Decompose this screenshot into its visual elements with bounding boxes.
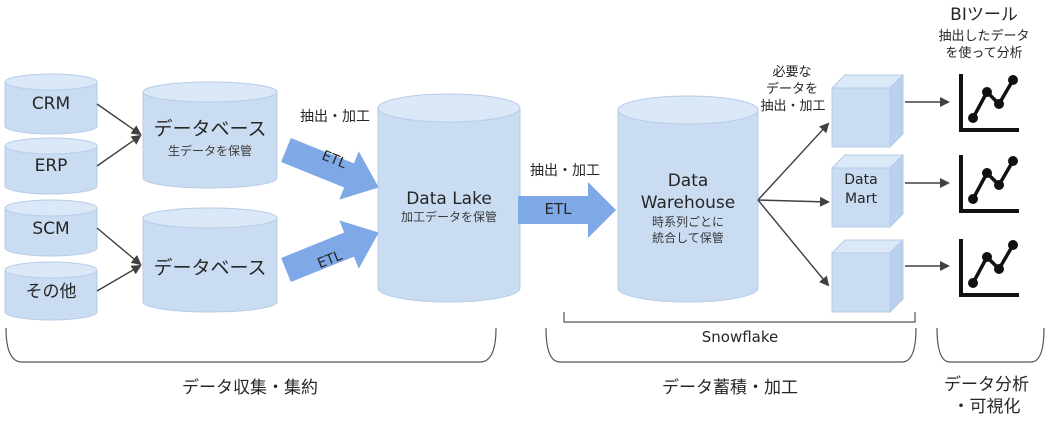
etl-label-horizontal: ETL bbox=[544, 200, 572, 218]
data-warehouse-subtitle-line2: 統合して保管 bbox=[652, 231, 724, 245]
source-label-crm: CRM bbox=[31, 94, 71, 114]
source-label-scm: SCM bbox=[32, 219, 70, 239]
mart-connectors bbox=[757, 122, 830, 287]
etl-arrow-upper bbox=[281, 137, 379, 200]
data-warehouse-title-line1: Data bbox=[667, 171, 709, 191]
data-mart-cube-3 bbox=[830, 238, 905, 314]
analyze-phase-bracket bbox=[936, 327, 1045, 363]
etl-caption-horizontal: 抽出・加工 bbox=[530, 163, 600, 179]
line-chart-icon-2 bbox=[959, 155, 1019, 213]
bi-connectors bbox=[905, 97, 950, 271]
phase-analyze-label-line1: データ分析 bbox=[944, 375, 1029, 395]
source-label-other: その他 bbox=[25, 282, 77, 302]
mart-caption-line2: データを bbox=[765, 82, 818, 97]
source-cylinder-erp bbox=[4, 137, 98, 195]
line-chart-icon-1 bbox=[959, 74, 1019, 132]
database-cylinder-2 bbox=[142, 207, 278, 313]
database-cylinder-1 bbox=[142, 81, 278, 189]
data-lake-title: Data Lake bbox=[406, 189, 492, 209]
phase-collect-label: データ収集・集約 bbox=[182, 378, 318, 398]
store-phase-bracket bbox=[545, 327, 917, 363]
collect-phase-bracket bbox=[5, 327, 497, 363]
etl-arrow-lower bbox=[281, 220, 379, 283]
snowflake-label: Snowflake bbox=[701, 328, 779, 346]
database-1-title: データベース bbox=[153, 118, 267, 140]
data-warehouse-cylinder bbox=[617, 95, 759, 303]
data-warehouse-subtitle-line1: 時系列ごとに bbox=[651, 215, 724, 229]
line-chart-icon-3 bbox=[959, 239, 1019, 297]
etl-caption-upper: 抽出・加工 bbox=[300, 109, 370, 125]
source-cylinder-scm bbox=[4, 199, 98, 257]
source-label-erp: ERP bbox=[34, 156, 68, 176]
data-warehouse-title-line2: Warehouse bbox=[640, 193, 736, 213]
mart-caption-line1: 必要な bbox=[772, 65, 812, 80]
bi-tool-line2: を使って分析 bbox=[945, 46, 1023, 61]
source-cylinder-other bbox=[4, 261, 98, 321]
phase-analyze-label-line2: ・可視化 bbox=[952, 397, 1021, 417]
snowflake-bracket bbox=[563, 312, 916, 323]
data-lake-cylinder bbox=[377, 93, 521, 303]
data-mart-label-line1: Data bbox=[844, 172, 878, 188]
data-mart-cube-1 bbox=[830, 73, 905, 149]
bi-tool-title: BIツール bbox=[950, 5, 1018, 25]
database-2-title: データベース bbox=[153, 257, 267, 279]
data-mart-label-line2: Mart bbox=[845, 191, 877, 207]
mart-caption-line3: 抽出・加工 bbox=[760, 99, 826, 114]
phase-store-label: データ蓄積・加工 bbox=[662, 378, 798, 398]
etl-arrow-horizontal bbox=[518, 182, 616, 238]
data-lake-subtitle: 加工データを保管 bbox=[400, 210, 497, 224]
source-connectors bbox=[96, 103, 142, 292]
source-cylinder-crm bbox=[4, 73, 98, 135]
data-mart-cube-2 bbox=[830, 153, 905, 229]
database-1-subtitle: 生データを保管 bbox=[167, 144, 252, 158]
bi-tool-line1: 抽出したデータ bbox=[938, 29, 1030, 44]
